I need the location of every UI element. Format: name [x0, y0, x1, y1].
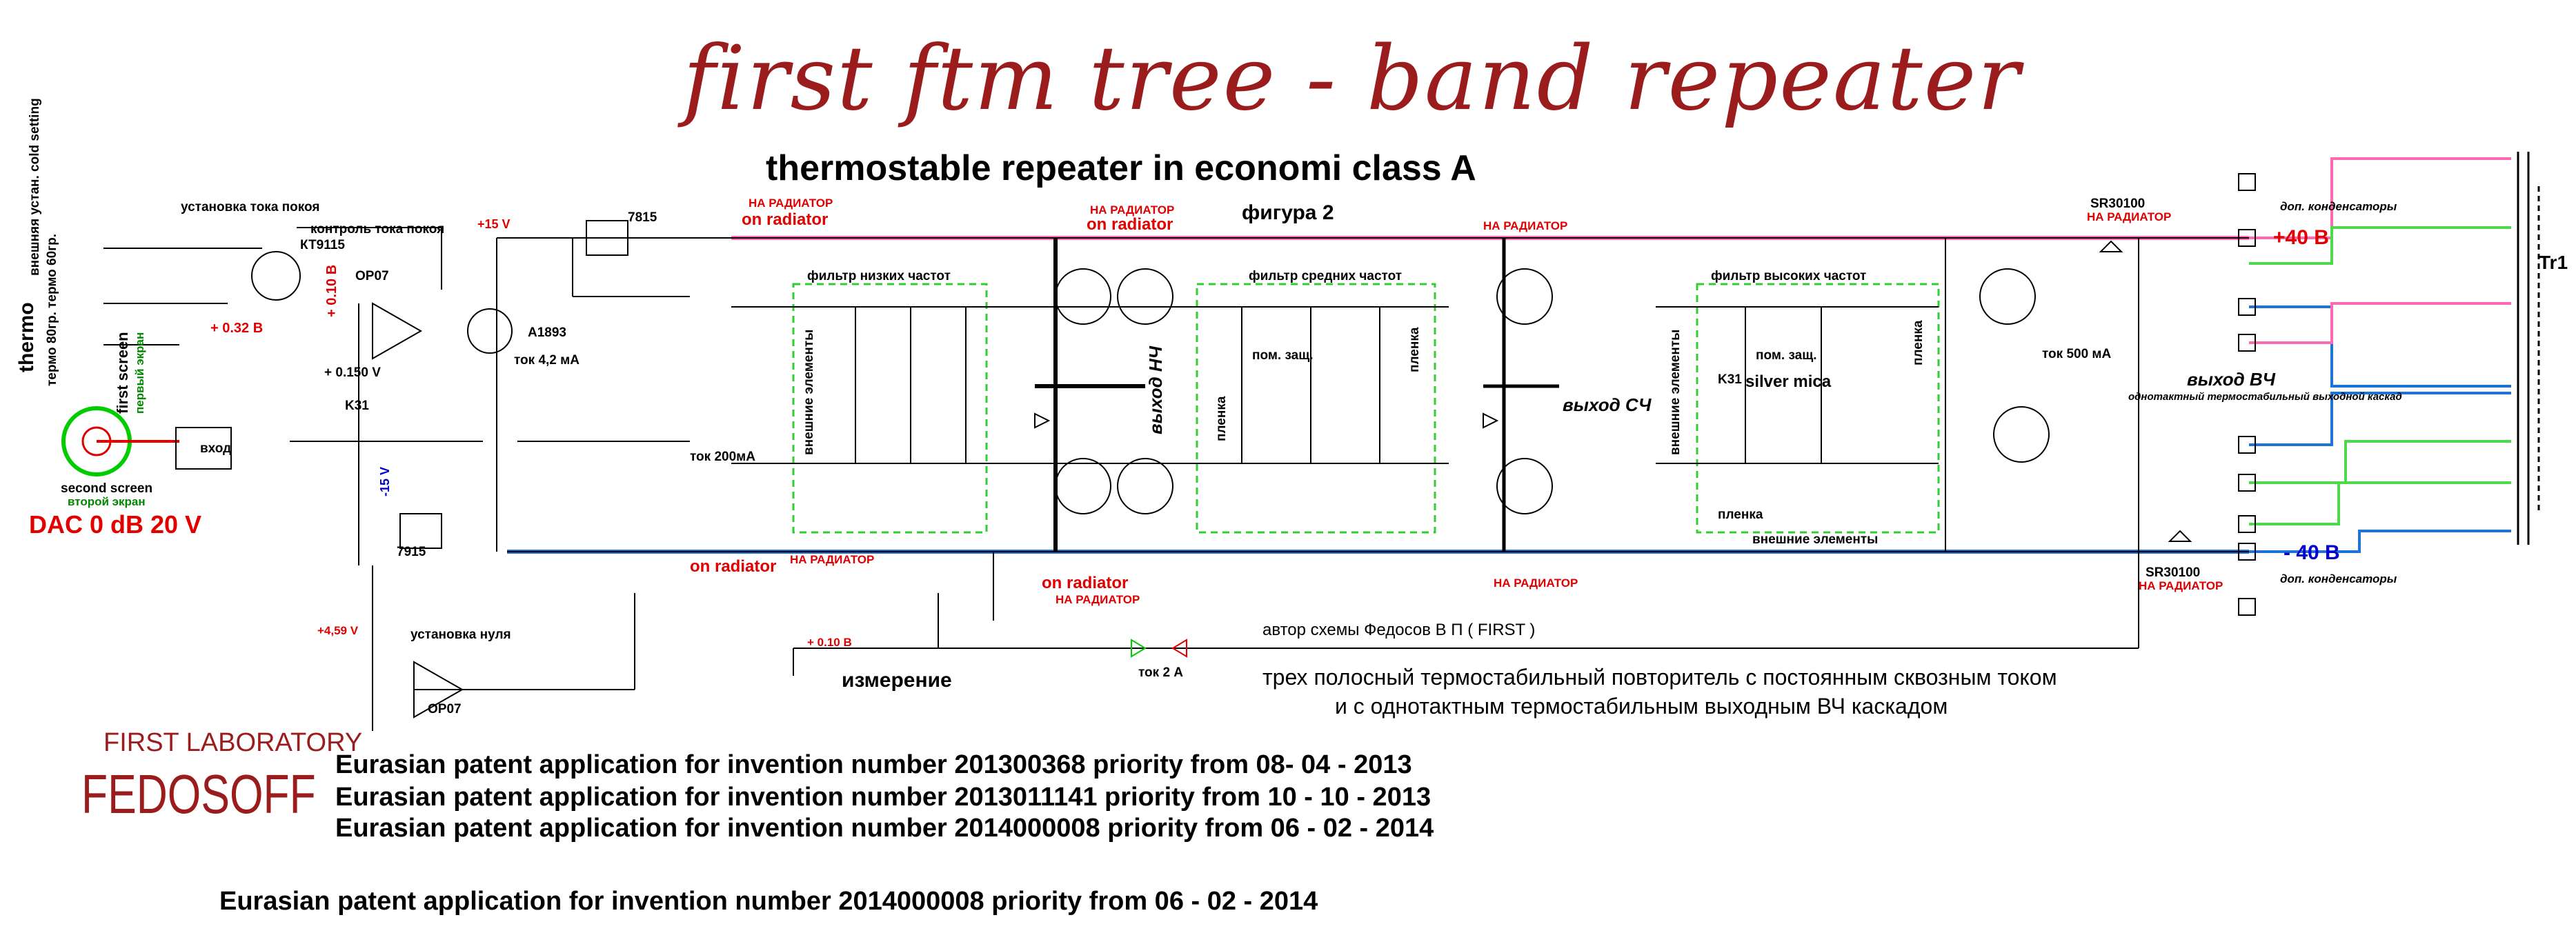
voltage-label: +4,59 V [317, 624, 359, 637]
current-label: ток 500 мА [2042, 347, 2112, 361]
part-label: A1893 [528, 325, 566, 340]
quiescent-ctrl-label: контроль тока покоя [310, 222, 445, 237]
author-label: автор схемы Федосов В П ( FIRST ) [1262, 621, 1536, 639]
pos15-label: +15 V [477, 217, 511, 231]
part-label: OP07 [428, 702, 462, 716]
patent-line: Eurasian patent application for inventio… [335, 814, 1434, 843]
lab-label: FIRST LABORATORY [103, 728, 363, 757]
first-screen-ru-label: первый экран [133, 332, 146, 414]
radiator-label: НА РАДИАТОР [749, 197, 833, 210]
radiator-label: on radiator [742, 210, 829, 229]
brand-logo: FEDOSOFF [81, 763, 316, 825]
dac-label: DAC 0 dB 20 V [29, 510, 202, 539]
patent-line: Eurasian patent application for inventio… [335, 783, 1431, 812]
plenka-label: пленка [1214, 396, 1229, 441]
plenka-label: пленка [1407, 327, 1422, 372]
patent-line: Eurasian patent application for inventio… [335, 750, 1412, 779]
zero-label: установка нуля [410, 628, 511, 642]
radiator-label: НА РАДИАТОР [1090, 203, 1175, 217]
diode-part-label: SR30100 [2090, 197, 2146, 211]
radiator-label: on radiator [1042, 574, 1129, 592]
thermo-sub-label: термо 80гр. термо 60гр. [45, 234, 59, 386]
patent-line: Eurasian patent application for inventio… [219, 887, 1318, 916]
figure-label: фигура 2 [1242, 201, 1334, 224]
measure-voltage-label: + 0.10 В [807, 636, 852, 649]
caps-label: доп. конденсаторы [2280, 572, 2397, 585]
description-line: и с однотактным термостабильным выходным… [1335, 694, 1948, 719]
pom-zasch-label: пом. защ. [1756, 348, 1817, 363]
output-lf-label: выход НЧ [1145, 345, 1166, 434]
filter-high-label: фильтр высоких частот [1711, 269, 1867, 283]
quiescent-label: установка тока покоя [181, 200, 320, 214]
current-label: ток 4,2 мА [514, 353, 579, 368]
transformer-label: Tr1 [2539, 252, 2568, 273]
part-label: КТ9115 [300, 238, 345, 252]
radiator-label: НА РАДИАТОР [1056, 593, 1140, 606]
plenka-label: пленка [1718, 508, 1763, 522]
filter-mid-label: фильтр средних частот [1249, 269, 1403, 283]
part-label: 7815 [628, 210, 657, 225]
output-hf-label: выход ВЧ [2187, 369, 2276, 390]
description-line: трех полосный термостабильный повторител… [1262, 665, 2057, 690]
diagram-subtitle: thermostable repeater in economi class A [766, 148, 1476, 188]
ext-elements-label: внешние элементы [1668, 329, 1683, 455]
first-screen-label: first screen [114, 332, 131, 414]
second-screen-label: second screen [61, 481, 153, 496]
part-label: K31 [345, 399, 369, 413]
part-label: 7915 [397, 545, 426, 559]
input-label: вход [200, 441, 232, 456]
part-label: K31 [1718, 372, 1742, 387]
second-screen-ru-label: второй экран [68, 495, 146, 508]
voltage-label: + 0.150 V [324, 365, 381, 380]
radiator-label: on radiator [690, 557, 777, 576]
output-mf-label: выход СЧ [1563, 394, 1652, 415]
hf-stage-label: однотактный термостабильный выходной кас… [2128, 391, 2402, 403]
part-label: silver mica [1745, 372, 1832, 391]
plenka-label: пленка [1911, 320, 1925, 365]
radiator-label: НА РАДИАТОР [1483, 219, 1568, 232]
pos-rail-label: +40 В [2273, 226, 2329, 249]
radiator-label: on radiator [1087, 215, 1173, 234]
diode-part-label: SR30100 [2146, 565, 2201, 580]
ext-setting-label: внешняя устан. cold setting [28, 98, 42, 276]
radiator-label: НА РАДИАТОР [790, 553, 875, 566]
voltage-label: + 0.10 В [324, 264, 339, 317]
measure-current-label: ток 2 А [1138, 665, 1184, 680]
caps-label: доп. конденсаторы [2280, 200, 2397, 213]
filter-low-label: фильтр низких частот [807, 269, 951, 283]
part-label: OP07 [355, 269, 389, 283]
measure-label: измерение [842, 669, 952, 692]
ext-elements-label: внешние элементы [802, 329, 816, 455]
radiator-label: НА РАДИАТОР [2139, 579, 2223, 592]
neg-rail-label: - 40 В [2283, 541, 2340, 564]
radiator-label: НА РАДИАТОР [1494, 576, 1578, 590]
neg15-label: -15 V [378, 466, 392, 496]
current-label: ток 200мА [690, 450, 755, 464]
radiator-label: НА РАДИАТОР [2087, 210, 2172, 223]
ext-elements-label: внешние элементы [1752, 532, 1879, 547]
thermo-label: thermo [15, 302, 38, 372]
pom-zasch-label: пом. защ. [1252, 348, 1314, 363]
voltage-label: + 0.32 В [210, 321, 264, 336]
diagram-title: first ftm tree - band repeater [683, 28, 2021, 130]
